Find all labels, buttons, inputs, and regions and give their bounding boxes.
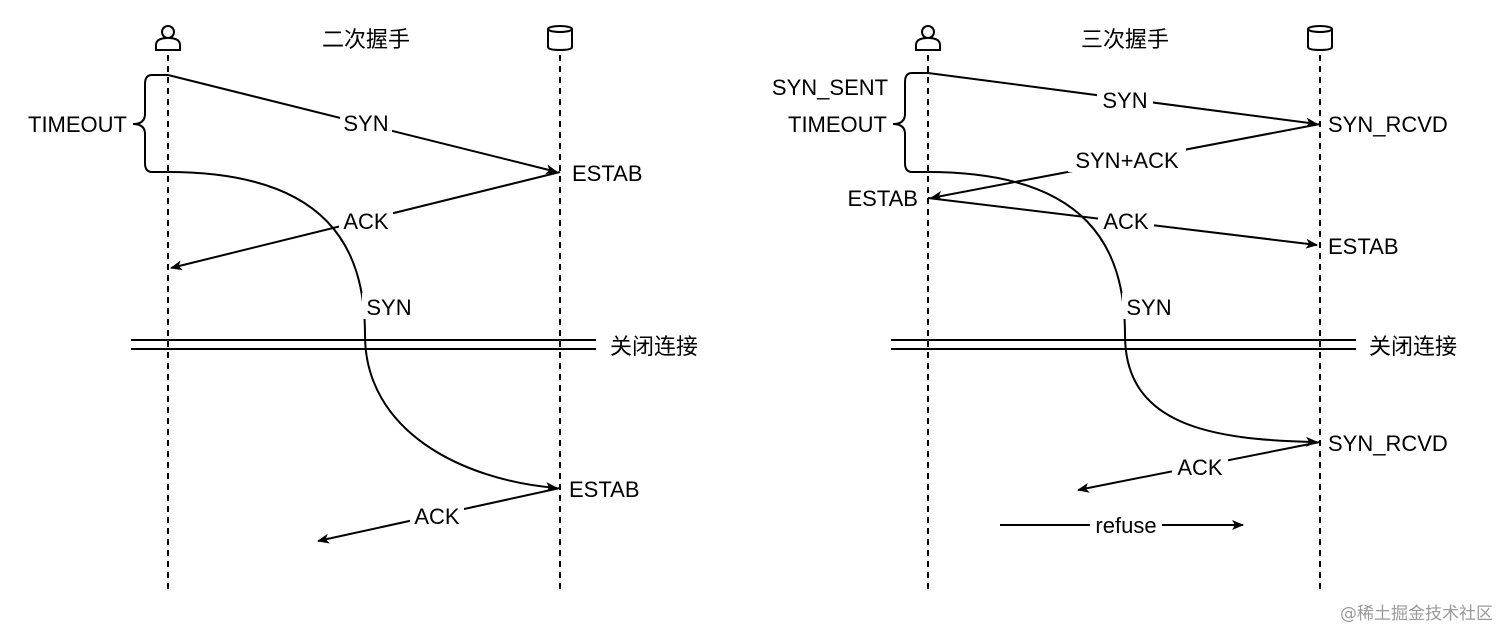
delayed-syn-label: SYN <box>1126 295 1171 320</box>
ack-label: ACK <box>343 209 389 234</box>
server-syn-rcvd-label: SYN_RCVD <box>1328 112 1448 137</box>
ack-label-2: ACK <box>1177 455 1223 480</box>
server-estab-label: ESTAB <box>572 161 643 186</box>
syn-ack-label: SYN+ACK <box>1075 148 1179 173</box>
client-estab-label: ESTAB <box>847 186 918 211</box>
server-syn-rcvd-label-2: SYN_RCVD <box>1328 431 1448 456</box>
watermark: @稀土掘金技术社区 <box>1340 604 1493 624</box>
delayed-syn-arrow <box>167 171 558 493</box>
server-estab-label: ESTAB <box>1328 234 1399 259</box>
syn-sent-label: SYN_SENT <box>772 75 888 100</box>
timeout-label: TIMEOUT <box>28 112 127 137</box>
refuse-label: refuse <box>1095 513 1156 538</box>
diagram-title: 二次握手 <box>322 28 410 53</box>
timeout-brace <box>132 74 168 173</box>
server-estab-label-2: ESTAB <box>569 477 640 502</box>
diagram-title: 三次握手 <box>1081 28 1169 53</box>
ack-label-2: ACK <box>414 504 460 529</box>
three-way-handshake-diagram: 三次握手 SYN_SENT TIMEOUT SYN SYN_RCVD SYN+A… <box>772 25 1457 590</box>
server-database-icon <box>547 25 573 52</box>
client-user-icon <box>155 25 181 51</box>
close-connection-label: 关闭连接 <box>1369 335 1457 360</box>
server-database-icon <box>1307 25 1333 52</box>
syn-label: SYN <box>1102 88 1147 113</box>
ack-label: ACK <box>1103 209 1149 234</box>
timeout-label: TIMEOUT <box>788 112 887 137</box>
delayed-syn-label: SYN <box>366 295 411 320</box>
syn-label: SYN <box>343 111 388 136</box>
two-way-handshake-diagram: 二次握手 TIMEOUT SYN ESTAB ACK SYN 关闭连接 ESTA… <box>28 25 698 590</box>
timeout-brace <box>892 72 928 173</box>
delayed-syn-arrow <box>927 171 1318 447</box>
client-user-icon <box>915 25 941 51</box>
close-connection-label: 关闭连接 <box>610 335 698 360</box>
